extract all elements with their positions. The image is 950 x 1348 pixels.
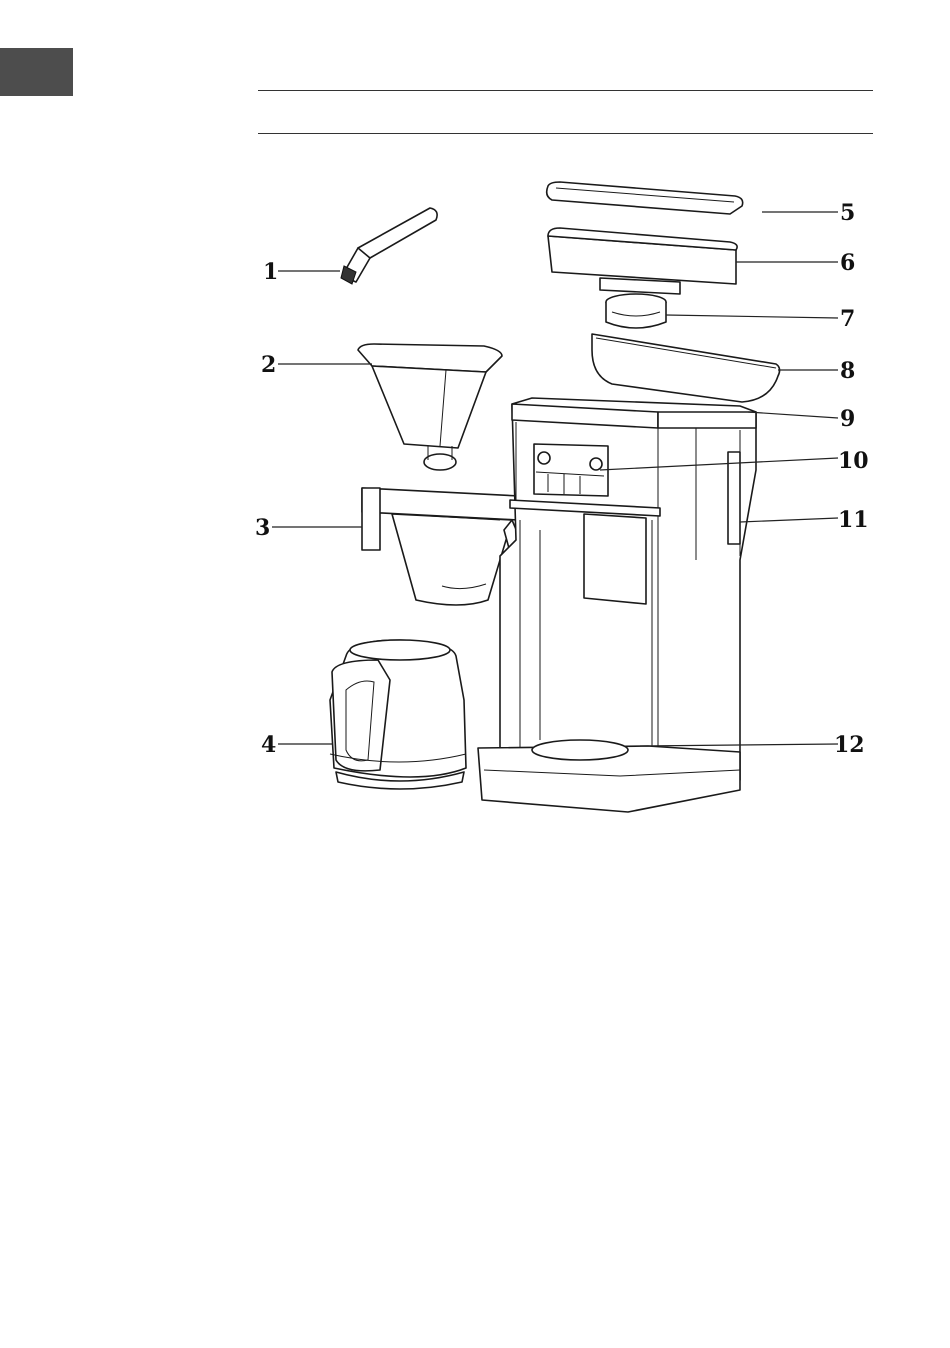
callout-11: 11: [838, 507, 869, 533]
callout-5: 5: [840, 200, 855, 226]
part-cleaning-brush: [341, 208, 437, 284]
part-tank-lid: [547, 182, 743, 214]
part-main-body: [478, 398, 756, 812]
callout-4: 4: [261, 732, 276, 758]
callout-1: 1: [263, 259, 278, 285]
callout-2: 2: [261, 352, 276, 378]
callout-9: 9: [840, 406, 855, 432]
part-filter-holder: [358, 344, 502, 470]
callout-12: 12: [834, 732, 865, 758]
part-carafe: [330, 640, 466, 789]
part-valve: [606, 294, 666, 328]
callout-8: 8: [840, 358, 855, 384]
callout-6: 6: [840, 250, 855, 276]
callout-3: 3: [255, 515, 270, 541]
callout-7: 7: [840, 306, 855, 332]
part-water-tank: [548, 228, 737, 294]
callout-10: 10: [838, 448, 869, 474]
part-hinged-lid: [592, 334, 780, 402]
